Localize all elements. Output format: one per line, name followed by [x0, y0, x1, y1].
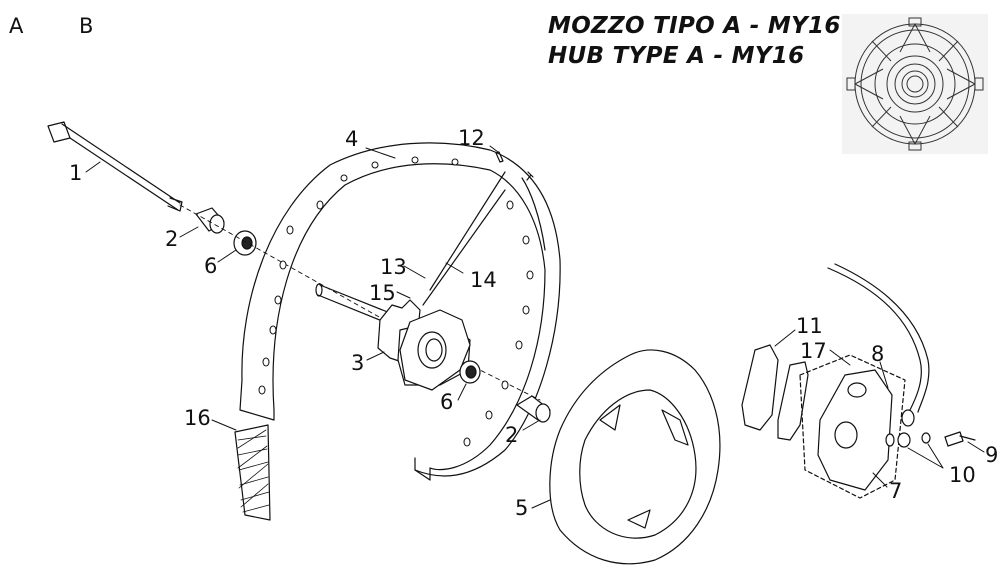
spacer-right-part — [516, 395, 551, 423]
title-english: HUB TYPE A - MY16 — [548, 43, 805, 69]
hub-part — [377, 299, 471, 391]
spoke-nipples-part — [495, 151, 534, 181]
leader-lines — [85, 145, 985, 509]
spacer-left-part — [195, 207, 225, 234]
hub-reference-thumbnail — [842, 14, 988, 154]
brake-pads-part — [741, 344, 809, 441]
rim-spoke-holes — [258, 156, 534, 447]
callout-2: 2 — [165, 227, 178, 251]
callout-15: 15 — [369, 281, 396, 305]
corner-label-a: A — [9, 14, 24, 38]
callout-7: 7 — [889, 479, 902, 503]
callout-9: 9 — [985, 443, 998, 467]
diagram-title: MOZZO TIPO A - MY16 HUB TYPE A - MY16 — [548, 11, 841, 71]
bearing-right-part — [459, 360, 481, 384]
callout-6: 6 — [440, 390, 453, 414]
bearing-left-part — [233, 230, 257, 256]
callout-17: 17 — [800, 339, 827, 363]
banjo-bolt-part — [944, 431, 976, 447]
callout-6: 6 — [204, 254, 217, 278]
callout-2: 2 — [505, 423, 518, 447]
callout-16: 16 — [184, 406, 211, 430]
callout-10: 10 — [949, 463, 976, 487]
rim-tape-part — [234, 424, 271, 521]
corner-label-b: B — [79, 14, 94, 38]
hub-axle-tube-end — [315, 283, 323, 297]
callout-14: 14 — [470, 268, 497, 292]
caliper-outline — [799, 354, 906, 499]
callout-12: 12 — [458, 126, 485, 150]
callout-1: 1 — [69, 161, 82, 185]
callout-3: 3 — [351, 351, 364, 375]
axle-part — [47, 121, 183, 212]
spokes-part — [422, 171, 506, 306]
brake-disc-part — [549, 349, 721, 565]
brake-hose-part — [827, 263, 930, 448]
washers-part — [885, 432, 931, 447]
title-italian: MOZZO TIPO A - MY16 — [548, 13, 841, 39]
callout-13: 13 — [380, 255, 407, 279]
brake-caliper-part — [817, 369, 893, 491]
callout-8: 8 — [871, 342, 884, 366]
callout-5: 5 — [515, 496, 528, 520]
callout-11: 11 — [796, 314, 823, 338]
callout-4: 4 — [345, 127, 358, 151]
